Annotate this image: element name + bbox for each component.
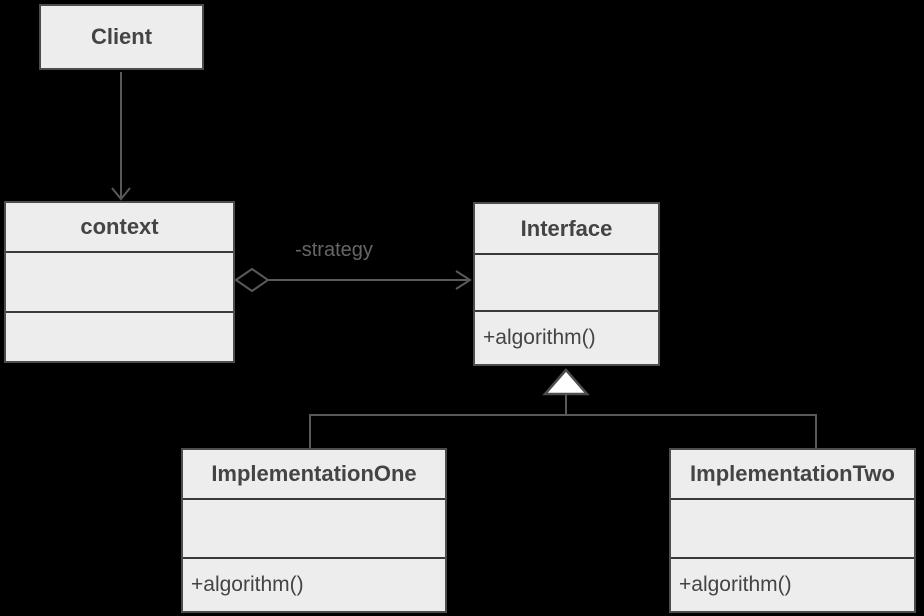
class-title-context: context — [80, 214, 159, 239]
class-title-implementation-one: ImplementationOne — [211, 461, 417, 486]
methods-compartment-context — [6, 311, 233, 361]
methods-compartment-implementation-two: +algorithm() — [671, 557, 914, 611]
client-context-association — [111, 72, 131, 201]
class-title-client: Client — [90, 24, 153, 49]
aggregation-diamond-icon — [234, 267, 270, 293]
class-title-implementation-two: ImplementationTwo — [690, 461, 895, 486]
context-interface-aggregation — [234, 267, 472, 293]
class-box-implementation-two: ImplementationTwo +algorithm() — [669, 448, 916, 613]
open-arrowhead-icon — [111, 187, 131, 201]
methods-compartment-implementation-one: +algorithm() — [183, 557, 445, 611]
attributes-compartment-context — [6, 251, 233, 311]
strategy-association-label: -strategy — [295, 239, 373, 261]
generalization-connector — [309, 368, 817, 449]
class-box-implementation-one: ImplementationOne +algorithm() — [181, 448, 447, 613]
attributes-compartment-interface — [475, 253, 658, 310]
generalization-triangle-icon — [542, 368, 590, 396]
attributes-compartment-implementation-one — [183, 498, 445, 557]
class-title-interface: Interface — [520, 215, 613, 241]
attributes-compartment-implementation-two — [671, 498, 914, 557]
methods-compartment-interface: +algorithm() — [475, 310, 658, 364]
class-box-client: Client — [39, 4, 204, 70]
class-box-interface: Interface +algorithm() — [473, 202, 660, 366]
open-arrowhead-icon — [455, 270, 472, 290]
class-box-context: context — [4, 201, 235, 363]
